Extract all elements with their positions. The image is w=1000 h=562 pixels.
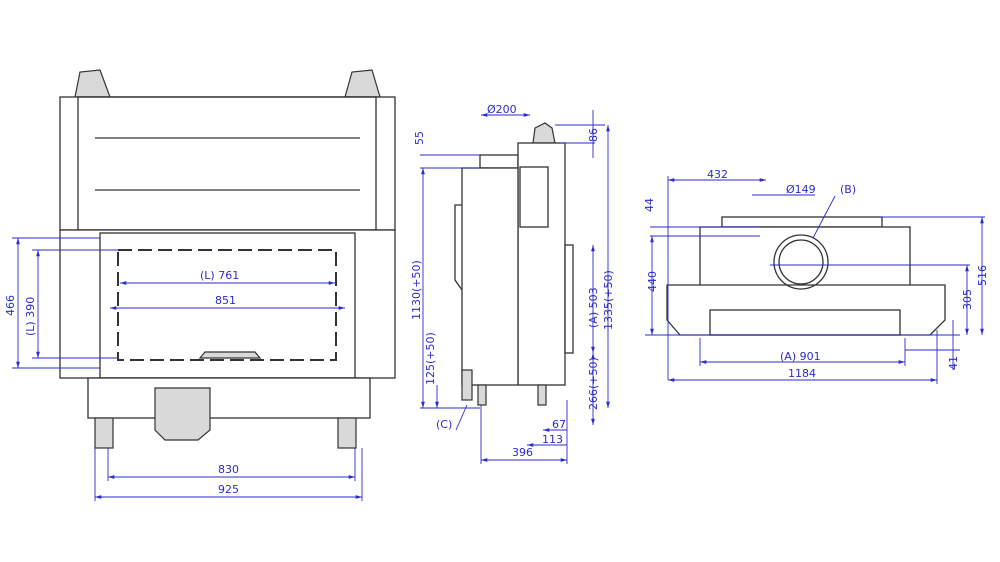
- dim-l761: (L) 761: [200, 269, 239, 282]
- dim-d200: Ø200: [487, 103, 517, 116]
- dim-432: 432: [707, 168, 728, 181]
- dim-d149: Ø149: [786, 183, 816, 196]
- lifting-handle: [532, 122, 556, 144]
- leader-line: [812, 195, 836, 239]
- dim-a503: (A) 503: [587, 287, 600, 328]
- leg: [477, 384, 487, 406]
- base-frame: [87, 377, 371, 419]
- dim-266: 266(+50): [587, 357, 600, 410]
- lifting-handle-right: [344, 69, 381, 98]
- flue-outlet-inner: [778, 239, 824, 285]
- side-door-frame: [564, 244, 574, 354]
- dim-516: 516: [976, 265, 989, 286]
- dim-851: 851: [215, 294, 236, 307]
- dim-a901: (A) 901: [780, 350, 821, 363]
- flue-outlet: [773, 234, 829, 290]
- side-body: [517, 142, 566, 386]
- dim-1184: 1184: [788, 367, 816, 380]
- dim-1335: 1335(+50): [602, 270, 615, 330]
- dim-113: 113: [542, 433, 563, 446]
- leg: [537, 384, 547, 406]
- dim-41: 41: [947, 356, 960, 370]
- dim-67: 67: [552, 418, 566, 431]
- front-view: 466 (L) 390 (L) 761 851 830 925: [4, 69, 396, 501]
- dim-1130: 1130(+50): [410, 260, 423, 320]
- dim-l390: (L) 390: [24, 297, 37, 336]
- top-panel: [59, 96, 396, 231]
- door-handle: [198, 351, 262, 359]
- dim-396: 396: [512, 446, 533, 459]
- air-inlet: [461, 369, 473, 401]
- dim-925: 925: [218, 483, 239, 496]
- dim-86: 86: [587, 128, 600, 142]
- leg-right: [337, 417, 357, 449]
- dim-44: 44: [643, 198, 656, 212]
- side-body-rear: [461, 167, 519, 386]
- dim-466: 466: [4, 295, 17, 316]
- side-panel: [519, 166, 549, 228]
- leg-left: [94, 417, 114, 449]
- dim-830: 830: [218, 463, 239, 476]
- dim-55: 55: [413, 131, 426, 145]
- callout-c: (C): [436, 418, 452, 431]
- lifting-handle-left: [74, 69, 111, 98]
- leader-line: [455, 404, 468, 431]
- flue-collar: [479, 154, 519, 169]
- dim-305: 305: [961, 289, 974, 310]
- dim-440: 440: [646, 271, 659, 292]
- glass-outline: [117, 249, 337, 361]
- ash-box: [154, 387, 211, 441]
- callout-b: (B): [840, 183, 856, 196]
- top-plate: [721, 216, 883, 228]
- dim-125: 125(+50): [424, 332, 437, 385]
- side-view: Ø200 55 1130(+50) 125(+50) 86 1335(+50) …: [410, 103, 615, 464]
- side-profile: [454, 204, 463, 291]
- top-view: 432 Ø149 (B) 44 440 516 305 41 (A) 901 1…: [643, 168, 989, 384]
